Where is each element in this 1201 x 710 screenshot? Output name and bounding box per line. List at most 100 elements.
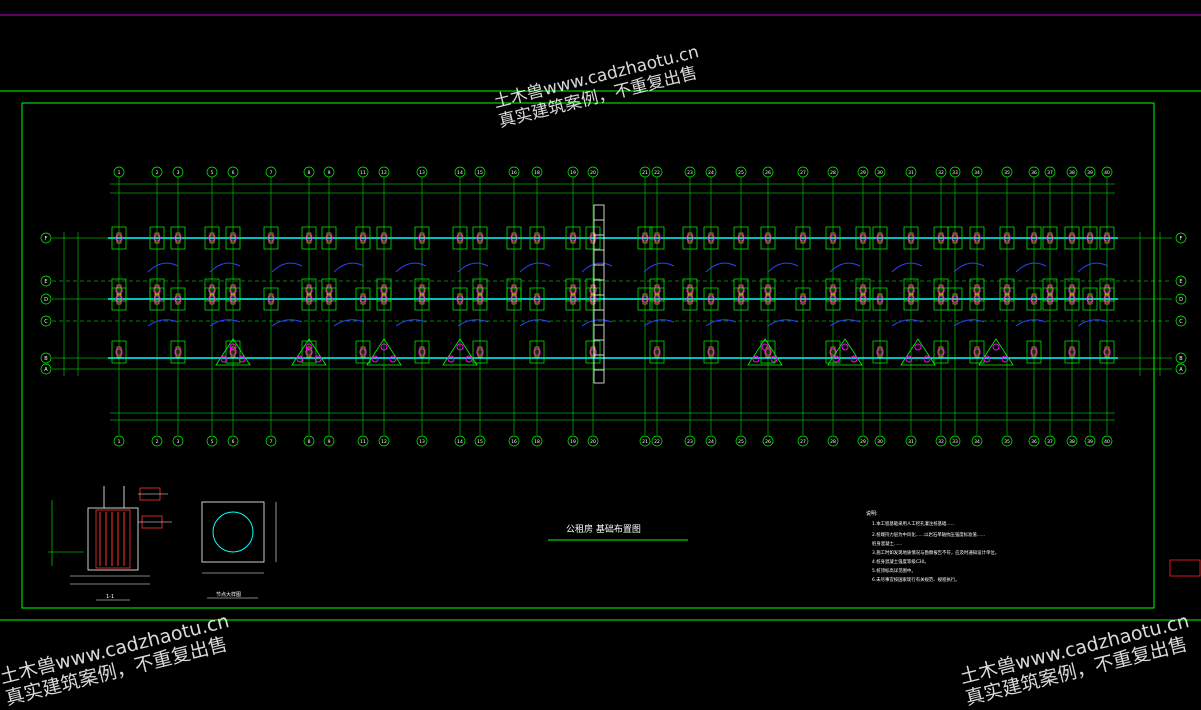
pile-cap — [1099, 226, 1115, 250]
triangle-pile-cap — [215, 338, 251, 366]
axis-number: 5 — [211, 170, 214, 176]
pile-marker — [829, 286, 837, 294]
axis-number: 39 — [1087, 170, 1093, 176]
column-stub — [654, 293, 660, 305]
note-3: 桩身混凝土...... — [872, 540, 902, 547]
column-stub — [570, 232, 576, 244]
pile-cap — [301, 226, 317, 250]
pile-marker — [418, 286, 426, 294]
pile-marker — [937, 234, 945, 242]
axis-bubble — [113, 435, 125, 447]
triangle-pile-cap — [291, 338, 327, 366]
axis-bubble — [705, 435, 717, 447]
pile-marker — [589, 348, 597, 356]
axis-bubble — [639, 435, 651, 447]
pile-marker — [764, 295, 772, 303]
axis-number: 37 — [1047, 170, 1053, 176]
axis-bubble — [206, 166, 218, 178]
pile-marker — [296, 355, 304, 363]
column-stub — [974, 293, 980, 305]
pile-marker — [907, 234, 915, 242]
pile-cap — [452, 287, 468, 311]
axis-bubble — [454, 166, 466, 178]
pile-cap — [414, 287, 430, 311]
axis-number: 34 — [974, 170, 980, 176]
axis-bubble — [827, 166, 839, 178]
pile-marker — [829, 234, 837, 242]
column-stub — [381, 284, 387, 296]
axis-number: 27 — [800, 439, 806, 445]
soil-curve — [333, 319, 365, 327]
pile-marker — [937, 348, 945, 356]
axis-bubble — [1028, 435, 1040, 447]
pile-cap — [903, 287, 919, 311]
pile-marker — [859, 234, 867, 242]
pile-marker — [325, 295, 333, 303]
axis-number: 36 — [1031, 439, 1037, 445]
pile-marker — [153, 295, 161, 303]
pile-cap — [170, 226, 186, 250]
axis-number: 5 — [211, 439, 214, 445]
column-stub — [860, 232, 866, 244]
column-stub — [175, 232, 181, 244]
pile-cap — [301, 287, 317, 311]
pile-cap — [903, 226, 919, 250]
axis-number: 18 — [534, 439, 540, 445]
pile-marker — [220, 355, 228, 363]
soil-curve — [271, 262, 303, 273]
axis-number: 11 — [360, 170, 366, 176]
axis-letter: B — [44, 356, 48, 362]
pile-cap — [414, 340, 430, 364]
column-stub — [209, 284, 215, 296]
soil-curve — [147, 262, 179, 273]
column-stub — [230, 346, 236, 358]
pile-cap — [999, 287, 1015, 311]
axis-letter: C — [1179, 319, 1183, 325]
axis-number: 13 — [419, 170, 425, 176]
axis-letter: C — [44, 319, 48, 325]
axis-bubble — [1084, 435, 1096, 447]
pile-cap — [825, 226, 841, 250]
axis-number: 40 — [1104, 439, 1110, 445]
column-stub — [765, 232, 771, 244]
axis-bubble — [651, 435, 663, 447]
axis-number: 3 — [177, 439, 180, 445]
pile-cap — [637, 226, 653, 250]
soil-curve — [581, 319, 613, 327]
pile-marker — [937, 295, 945, 303]
column-stub — [1004, 284, 1010, 296]
soil-curve — [147, 319, 179, 327]
pile-layer — [111, 226, 1115, 366]
axis-bubble — [1175, 293, 1187, 305]
axis-bubble — [357, 435, 369, 447]
pile-marker — [707, 234, 715, 242]
soil-curve — [1015, 262, 1047, 273]
pile-marker — [208, 234, 216, 242]
axis-bubble — [1001, 166, 1013, 178]
pile-marker — [380, 343, 388, 351]
pile-marker — [876, 348, 884, 356]
pile-marker — [174, 348, 182, 356]
axis-bubble — [113, 166, 125, 178]
pile-cap — [321, 226, 337, 250]
node-detail: 节点大样图 — [201, 501, 277, 599]
pile-marker — [456, 343, 464, 351]
column-stub — [477, 232, 483, 244]
pile-marker — [1103, 295, 1111, 303]
column-stub — [654, 346, 660, 358]
column-stub — [952, 232, 958, 244]
axis-bubble — [935, 166, 947, 178]
axis-number: 34 — [974, 439, 980, 445]
pile-cap — [529, 340, 545, 364]
pile-marker — [153, 286, 161, 294]
axis-number: 28 — [830, 170, 836, 176]
axis-bubble — [40, 315, 52, 327]
pile-cap — [263, 287, 279, 311]
axis-bubble — [172, 435, 184, 447]
column-stub — [381, 293, 387, 305]
column-stub — [590, 293, 596, 305]
column-stub — [974, 346, 980, 358]
pile-marker — [1086, 234, 1094, 242]
pile-cap — [637, 287, 653, 311]
pile-marker — [686, 295, 694, 303]
